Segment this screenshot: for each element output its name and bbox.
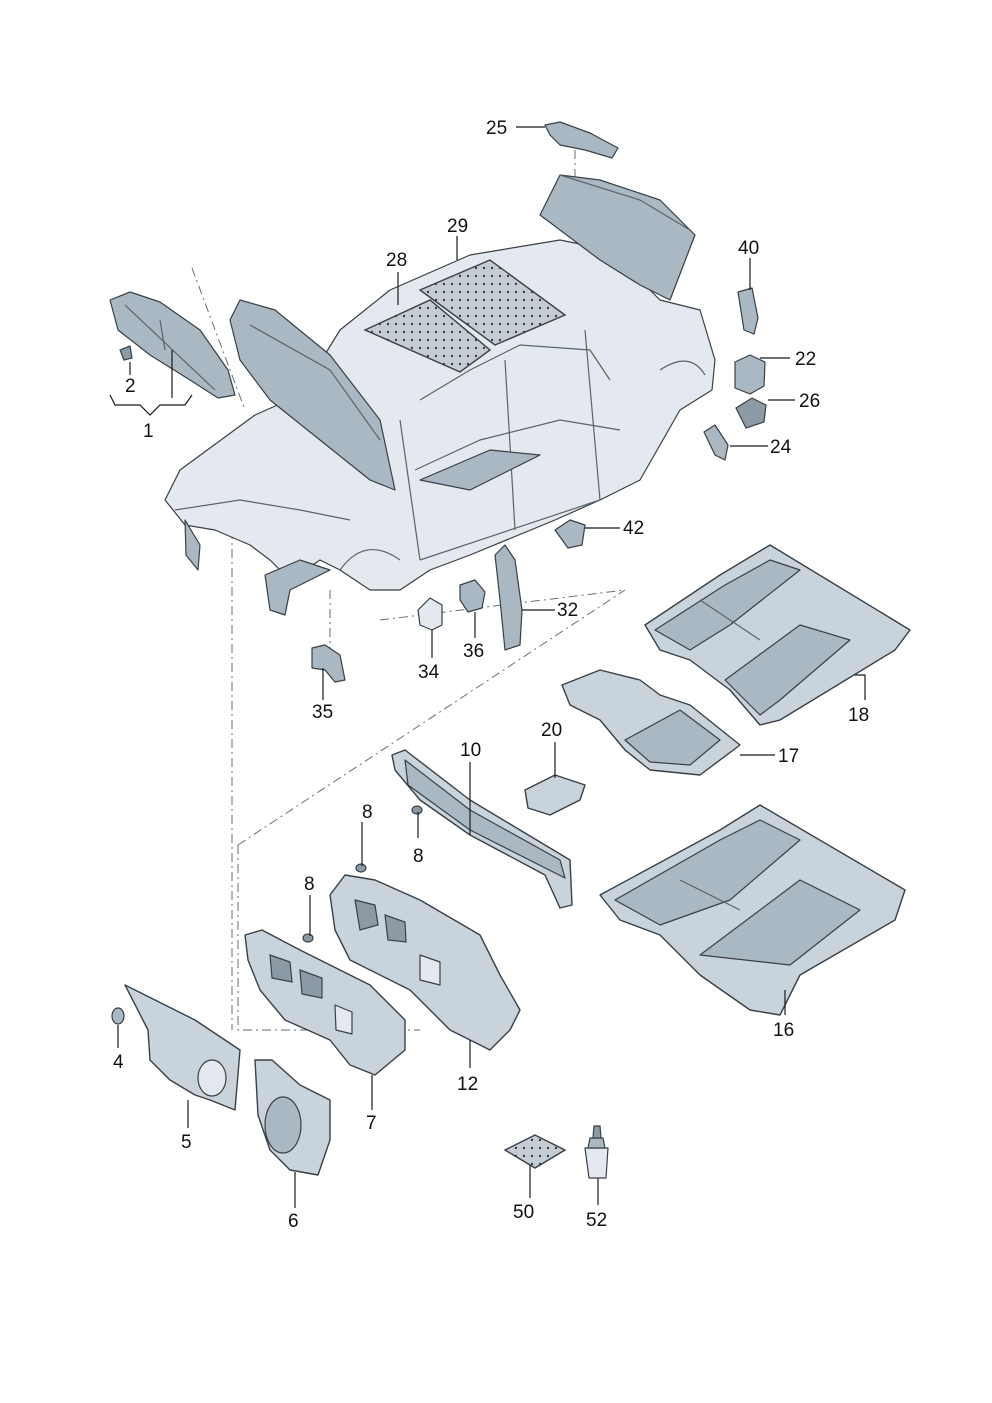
- callout-29: 29: [447, 216, 468, 237]
- callout-18: 18: [848, 705, 869, 726]
- callout-8-b: 8: [413, 846, 424, 867]
- part-28-roof-pad[interactable]: [363, 299, 492, 373]
- part-1-bulkhead-mat[interactable]: [109, 291, 236, 399]
- callout-4: 4: [113, 1052, 124, 1073]
- callout-7: 7: [366, 1113, 377, 1134]
- callout-17: 17: [778, 746, 799, 767]
- part-42-block[interactable]: [554, 519, 586, 549]
- callout-16: 16: [773, 1020, 794, 1041]
- part-8-grommet-a[interactable]: [411, 805, 423, 815]
- callout-8-a: 8: [362, 802, 373, 823]
- callout-1: 1: [143, 421, 154, 442]
- callout-32: 32: [557, 600, 578, 621]
- part-32-pillar-insert[interactable]: [494, 544, 523, 651]
- roof-insulation-pads: [363, 259, 567, 373]
- callout-35: 35: [312, 702, 333, 723]
- part-50-pad[interactable]: [503, 1134, 567, 1169]
- part-7-dash-mat[interactable]: [244, 929, 406, 1076]
- part-29-roof-pad[interactable]: [418, 259, 567, 346]
- part-1-group: [109, 291, 236, 399]
- callout-42: 42: [623, 518, 644, 539]
- callout-34: 34: [418, 662, 440, 683]
- part-4-grommet[interactable]: [111, 1007, 125, 1025]
- callout-5: 5: [181, 1132, 192, 1153]
- callout-26: 26: [799, 391, 820, 412]
- callout-50: 50: [513, 1202, 534, 1223]
- part-10-crossmember[interactable]: [391, 749, 573, 909]
- callout-36: 36: [463, 641, 484, 662]
- callout-10: 10: [460, 740, 481, 761]
- callout-25: 25: [486, 118, 507, 139]
- callout-6: 6: [288, 1211, 299, 1232]
- callout-24: 24: [770, 437, 792, 458]
- part-34-block[interactable]: [417, 597, 443, 631]
- callout-40: 40: [738, 238, 759, 259]
- car-body-shell: [164, 174, 716, 616]
- callout-labels: 25 29 28 40 22 26 24 42 32 36 34 35 2 1 …: [113, 118, 869, 1232]
- part-40-block[interactable]: [737, 287, 759, 335]
- part-25-rear-panel-pad[interactable]: [544, 121, 619, 159]
- rear-small-parts: [554, 287, 767, 549]
- part-35-bracket[interactable]: [311, 644, 346, 683]
- part-36-block[interactable]: [459, 579, 486, 613]
- callout-52: 52: [586, 1210, 607, 1231]
- part-2-clip[interactable]: [119, 345, 133, 361]
- part-8-grommet-c[interactable]: [302, 933, 314, 943]
- part-16-main-carpet[interactable]: [599, 804, 906, 1016]
- part-17-front-carpet[interactable]: [561, 669, 741, 776]
- part-20-pad[interactable]: [524, 774, 586, 816]
- part-12-bulkhead-insulation[interactable]: [329, 874, 521, 1051]
- callout-8-c: 8: [304, 874, 315, 895]
- pillar-parts: [311, 544, 523, 683]
- part-52-bottle[interactable]: [584, 1125, 609, 1179]
- leader-lines: [109, 126, 866, 1208]
- callout-20: 20: [541, 720, 562, 741]
- callout-28: 28: [386, 250, 407, 271]
- part-6-wheelhouse-panel[interactable]: [254, 1059, 331, 1176]
- part-24-block[interactable]: [703, 424, 729, 461]
- part-26-pad[interactable]: [735, 397, 767, 429]
- callout-12: 12: [457, 1074, 478, 1095]
- callout-2: 2: [125, 376, 136, 397]
- callout-22: 22: [795, 349, 816, 370]
- part-18-rear-carpet[interactable]: [644, 544, 911, 726]
- part-8-grommet-b[interactable]: [355, 863, 367, 873]
- part-22-block[interactable]: [734, 354, 766, 395]
- part-5-side-panel[interactable]: [124, 984, 241, 1111]
